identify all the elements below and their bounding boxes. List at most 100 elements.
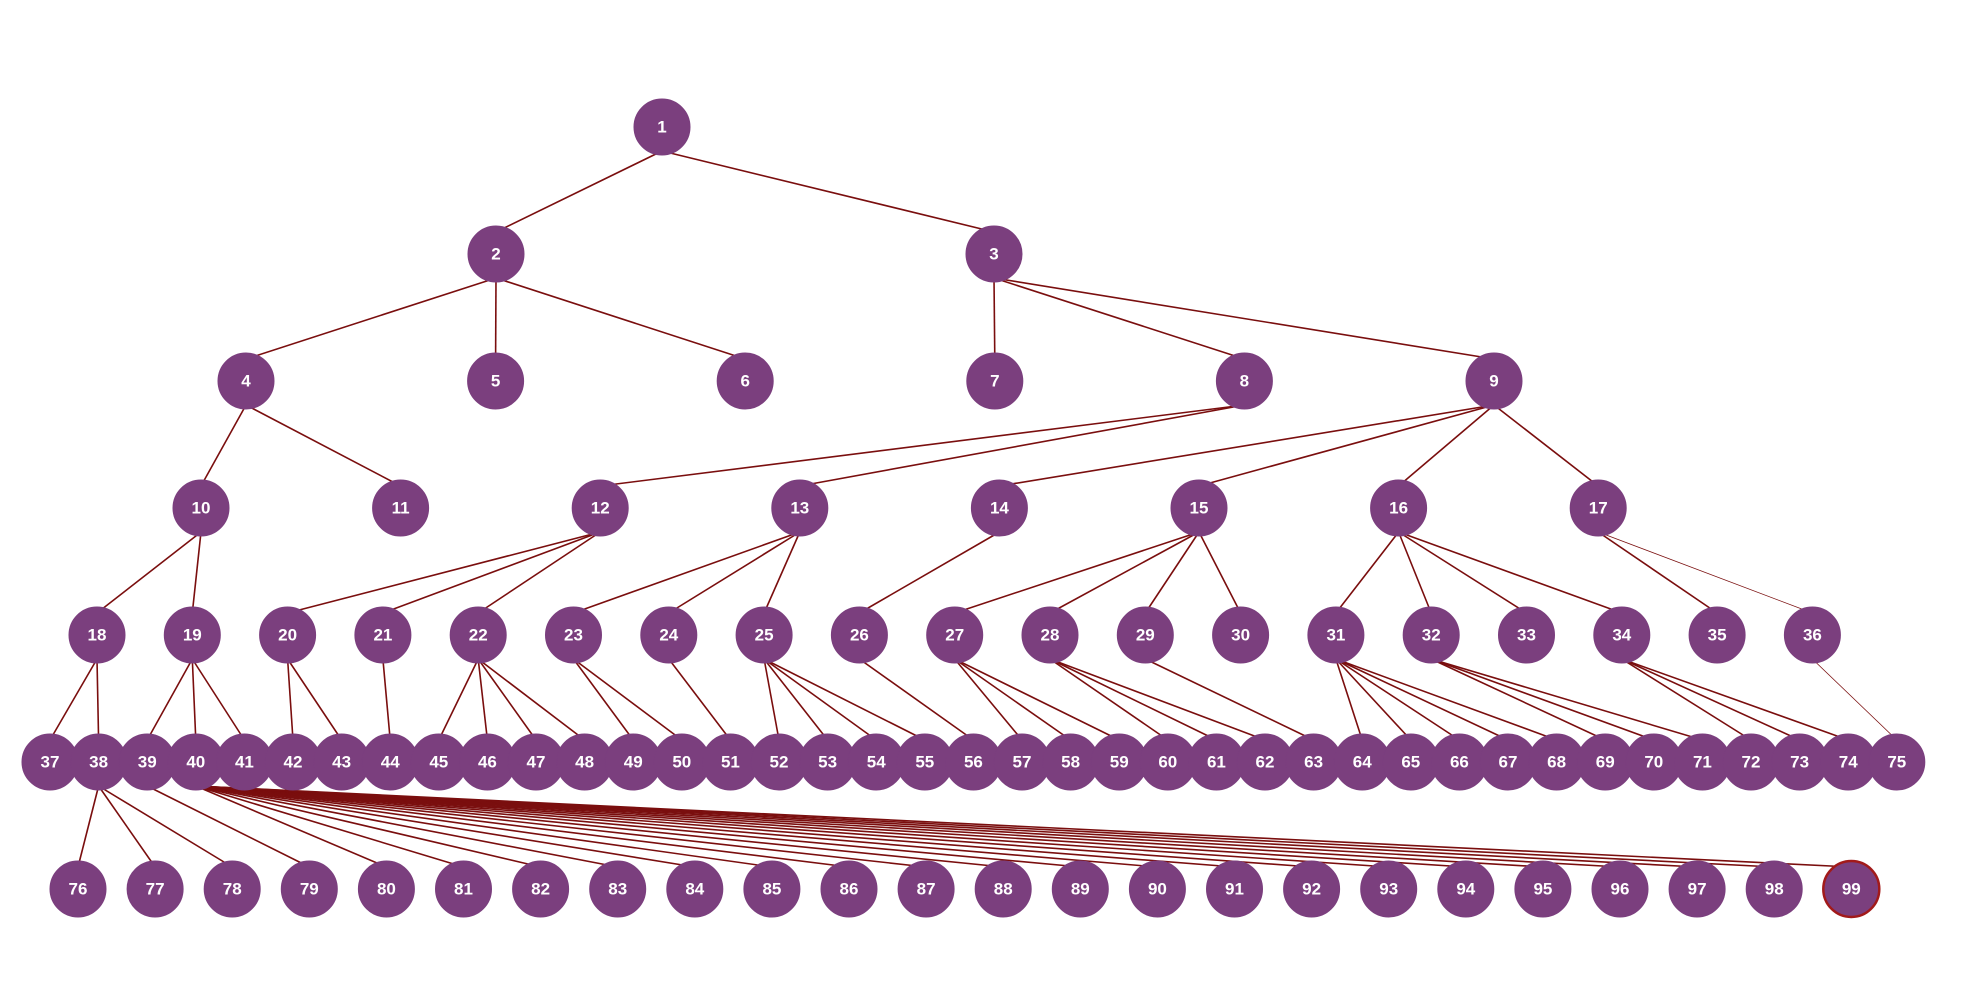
node-circle	[1822, 859, 1881, 919]
node-circle	[435, 860, 492, 918]
node-circle	[163, 606, 221, 664]
node-label: 27	[945, 626, 964, 645]
node-label: 29	[1136, 626, 1155, 645]
node-label: 61	[1207, 753, 1226, 772]
edge-23-50	[573, 658, 683, 741]
edge-36-75	[1812, 658, 1898, 741]
node-4: 4	[217, 352, 275, 410]
node-9: 9	[1465, 352, 1523, 410]
edge-3-8	[993, 277, 1245, 360]
edge-40-99	[195, 785, 1852, 868]
node-label: 56	[964, 753, 983, 772]
edge-17-36	[1598, 531, 1813, 614]
node-label: 55	[915, 753, 934, 772]
edge-34-74	[1621, 658, 1849, 741]
node-label: 78	[223, 880, 242, 899]
node-circle	[926, 606, 984, 664]
node-63: 63	[1285, 733, 1343, 791]
node-label: 14	[990, 499, 1009, 518]
node-circle	[820, 860, 878, 918]
node-circle	[1206, 860, 1263, 918]
node-label: 72	[1742, 753, 1761, 772]
node-label: 67	[1499, 753, 1518, 772]
node-label: 63	[1304, 753, 1323, 772]
node-label: 75	[1887, 753, 1906, 772]
node-label: 81	[454, 880, 473, 899]
node-62: 62	[1236, 733, 1294, 791]
node-label: 21	[373, 626, 392, 645]
edge-40-82	[195, 785, 541, 868]
edge-22-45	[438, 658, 479, 741]
node-circle	[1593, 606, 1651, 664]
node-56: 56	[944, 733, 1002, 791]
node-circle	[512, 860, 570, 918]
node-circle	[172, 479, 230, 537]
node-label: 39	[138, 753, 157, 772]
node-46: 46	[458, 733, 516, 791]
edge-16-32	[1397, 531, 1432, 614]
edge-31-68	[1335, 658, 1557, 741]
edge-19-40	[191, 658, 197, 741]
edge-40-81	[195, 785, 464, 868]
node-circle	[1668, 860, 1726, 918]
edge-28-62	[1049, 658, 1266, 741]
node-label: 28	[1041, 626, 1060, 645]
node-label: 92	[1302, 880, 1321, 899]
node-circle	[640, 606, 698, 664]
node-48: 48	[556, 733, 614, 791]
node-70: 70	[1625, 733, 1683, 791]
node-45: 45	[410, 733, 468, 791]
node-25: 25	[735, 606, 793, 664]
node-label: 12	[591, 499, 610, 518]
node-label: 26	[850, 626, 869, 645]
node-47: 47	[507, 733, 565, 791]
node-label: 48	[575, 753, 594, 772]
node-label: 7	[990, 372, 999, 391]
node-circle	[735, 606, 793, 664]
node-label: 49	[624, 753, 643, 772]
node-8: 8	[1215, 352, 1273, 410]
node-label: 98	[1765, 880, 1784, 899]
edges-layer	[49, 150, 1898, 868]
edge-25-55	[763, 658, 926, 741]
node-label: 35	[1708, 626, 1727, 645]
edge-15-27	[954, 531, 1200, 614]
edge-15-29	[1144, 531, 1200, 614]
node-label: 69	[1596, 753, 1615, 772]
node-94: 94	[1437, 860, 1495, 918]
node-label: 79	[300, 880, 319, 899]
node-circle	[49, 860, 107, 918]
node-circle	[1591, 860, 1649, 918]
node-51: 51	[701, 733, 759, 791]
node-label: 10	[192, 499, 211, 518]
node-circle	[966, 352, 1024, 410]
node-circle	[217, 352, 275, 410]
node-1: 1	[633, 98, 691, 156]
node-55: 55	[896, 733, 954, 791]
edge-3-7	[993, 277, 996, 360]
edge-2-6	[495, 277, 746, 360]
edge-40-93	[195, 785, 1389, 868]
node-label: 53	[818, 753, 837, 772]
node-92: 92	[1283, 860, 1341, 918]
edge-40-85	[195, 785, 773, 868]
node-label: 59	[1110, 753, 1129, 772]
node-label: 88	[994, 880, 1013, 899]
edge-18-37	[49, 658, 98, 741]
node-88: 88	[974, 860, 1032, 918]
node-label: 4	[241, 372, 251, 391]
node-57: 57	[993, 733, 1051, 791]
node-circle	[1283, 860, 1341, 918]
edge-28-61	[1049, 658, 1217, 741]
edge-9-15	[1198, 404, 1495, 487]
node-label: 83	[608, 880, 627, 899]
node-89: 89	[1051, 860, 1109, 918]
edge-12-22	[477, 531, 601, 614]
node-98: 98	[1745, 860, 1803, 918]
edge-34-73	[1621, 658, 1800, 741]
edge-31-67	[1335, 658, 1509, 741]
node-26: 26	[830, 606, 888, 664]
node-label: 42	[284, 753, 303, 772]
node-27: 27	[926, 606, 984, 664]
